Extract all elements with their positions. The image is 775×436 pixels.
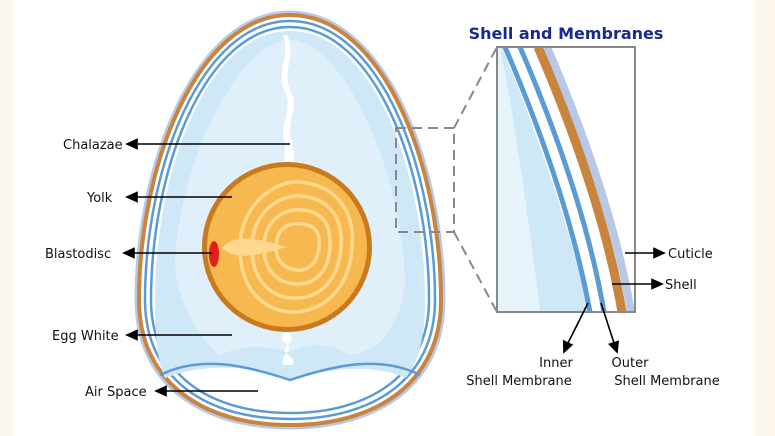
zoom-title: Shell and Membranes	[469, 24, 664, 43]
zoom-outer-membrane	[517, 47, 607, 312]
label-outer-membrane-line1: Outer	[612, 356, 650, 371]
leader-lines	[122, 138, 666, 397]
zoom-panel	[496, 46, 636, 313]
label-yolk: Yolk	[86, 191, 113, 206]
label-cuticle: Cuticle	[668, 247, 713, 262]
yolk-rings	[238, 180, 355, 314]
zoom-albumen-light	[497, 47, 540, 312]
zoom-shell	[533, 47, 627, 312]
zoom-source-box	[395, 127, 455, 233]
zoom-inner-membrane	[502, 47, 593, 312]
zoom-frame	[496, 46, 636, 313]
label-outer-membrane-line2: Shell Membrane	[614, 374, 720, 389]
yolk-latebra	[222, 238, 287, 256]
blastodisc	[209, 241, 219, 267]
label-shell: Shell	[665, 278, 697, 293]
label-inner-membrane-line2: Shell Membrane	[466, 374, 572, 389]
label-egg-white: Egg White	[52, 329, 119, 344]
chalazae-top	[281, 35, 296, 170]
egg-inner-membrane	[149, 25, 431, 415]
zoom-connector	[395, 46, 498, 313]
egg-cross-section	[134, 10, 446, 430]
label-inner-membrane-line1: Inner	[539, 356, 573, 371]
chalazae-bottom	[281, 318, 294, 365]
label-air-space: Air Space	[85, 385, 147, 400]
labels: Shell and Membranes Chalazae Yolk Blasto…	[45, 24, 720, 400]
zoom-cuticle	[543, 47, 635, 312]
egg-outer-membrane	[143, 19, 437, 421]
air-space-boundary	[159, 362, 421, 382]
label-chalazae: Chalazae	[63, 138, 123, 153]
label-blastodisc: Blastodisc	[45, 247, 111, 262]
